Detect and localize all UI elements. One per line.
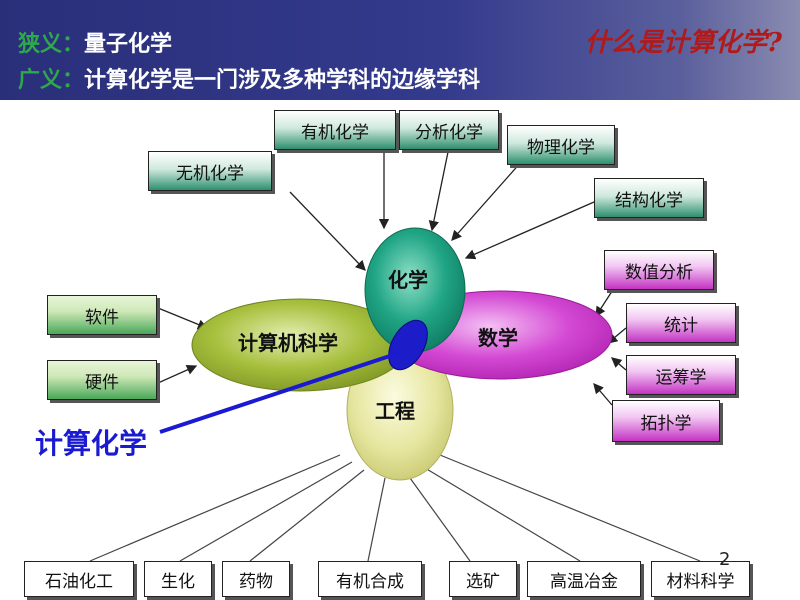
branch-pharmaceutical: 药物 <box>222 561 290 597</box>
branch-metallurgy: 高温冶金 <box>527 561 641 597</box>
branch-inorganic-chemistry: 无机化学 <box>148 151 272 191</box>
branch-organic-chemistry: 有机化学 <box>274 110 396 150</box>
arrow-analytical <box>432 152 448 230</box>
computational-chemistry-label: 计算化学 <box>35 427 147 460</box>
arrow-software <box>158 308 207 328</box>
branch-physical-chemistry: 物理化学 <box>507 125 615 165</box>
arrow-inorganic <box>290 192 365 270</box>
arrow-hardware <box>158 366 196 383</box>
branch-biochemical: 生化 <box>144 561 212 597</box>
mathematics-label: 数学 <box>478 326 518 350</box>
branch-statistics: 统计 <box>626 303 736 343</box>
page-number: 2 <box>719 549 730 570</box>
branch-mineral-processing: 选矿 <box>449 561 517 597</box>
computer-science-label: 计算机科学 <box>238 331 338 355</box>
branch-software: 软件 <box>47 295 157 335</box>
branch-hardware: 硬件 <box>47 360 157 400</box>
engineering-label: 工程 <box>375 399 415 423</box>
branch-operations-research: 运筹学 <box>626 355 736 395</box>
branch-numerical-analysis: 数值分析 <box>604 250 714 290</box>
branch-topology: 拓扑学 <box>612 400 720 442</box>
branch-analytical-chemistry: 分析化学 <box>399 110 499 150</box>
arrow-structural <box>466 202 594 258</box>
branch-materials-science: 材料科学 <box>651 561 750 597</box>
branch-organic-synthesis: 有机合成 <box>318 561 422 597</box>
arrow-topology <box>594 384 612 405</box>
branch-petrochemical: 石油化工 <box>24 561 134 597</box>
arrow-physical <box>452 152 530 240</box>
chemistry-label: 化学 <box>388 268 428 292</box>
branch-structural-chemistry: 结构化学 <box>594 178 704 218</box>
arrow-operations <box>612 358 626 370</box>
